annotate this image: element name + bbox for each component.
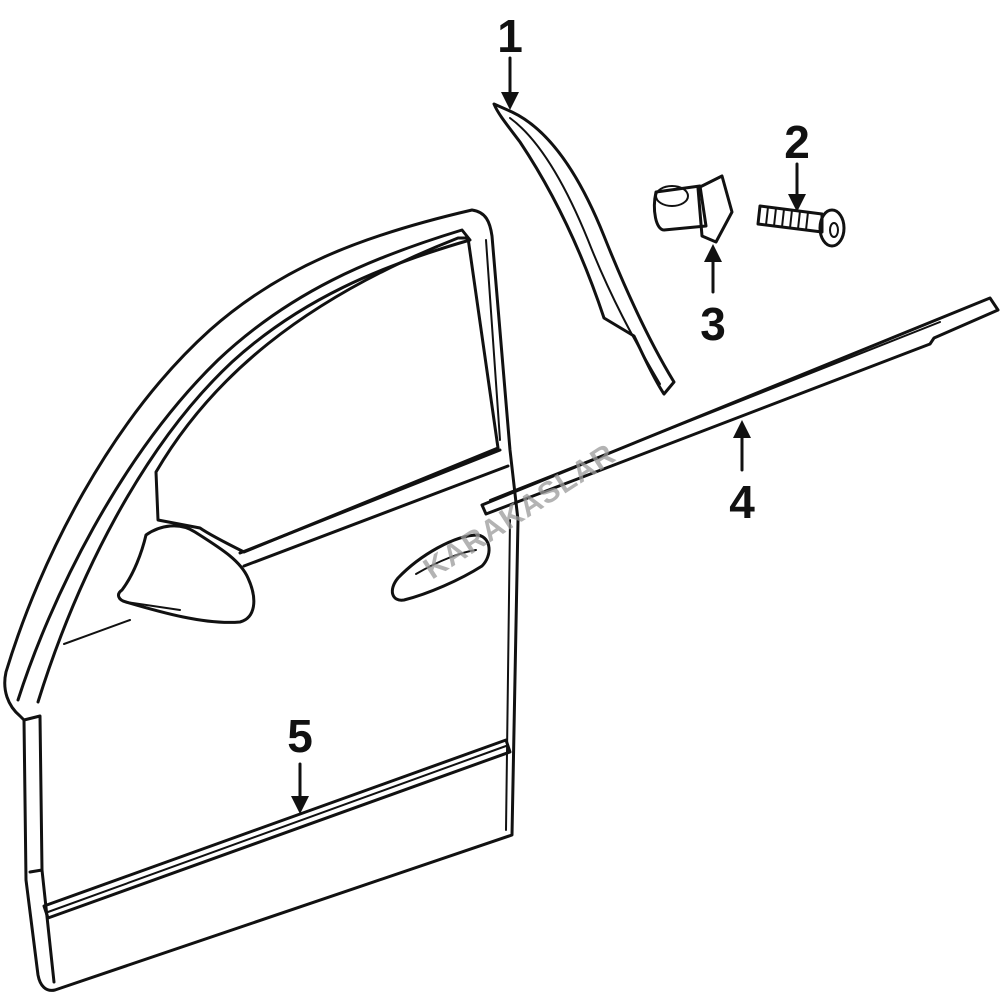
callout-4-arrowhead <box>733 420 751 438</box>
door-handle <box>390 533 491 602</box>
clip-end <box>655 185 689 207</box>
callout-numbers: 1 2 3 4 5 <box>287 10 810 762</box>
part-3-clip <box>652 174 734 244</box>
door-rear-edge <box>485 239 511 831</box>
mirror-base-line <box>63 601 181 645</box>
handle-outer <box>390 533 491 602</box>
callout-2-arrowhead <box>788 194 806 212</box>
screw-shaft <box>756 204 824 234</box>
callout-5-label: 5 <box>287 710 313 762</box>
screw-threads <box>765 206 809 231</box>
part-2-screw <box>756 204 846 248</box>
door-front-edge <box>22 714 56 984</box>
screw-head-slot <box>829 222 839 238</box>
watermark: KARAKASLAR <box>418 437 622 585</box>
handle-inner <box>415 549 477 575</box>
callout-1-arrowhead <box>501 92 519 110</box>
front-door <box>3 208 520 992</box>
mirror-housing <box>117 524 256 624</box>
belt-molding-outline <box>480 296 1000 516</box>
door-beltline <box>238 448 510 568</box>
side-molding-outline <box>42 738 512 920</box>
callout-1-label: 1 <box>497 10 523 62</box>
door-outer-panel <box>3 208 520 992</box>
side-mirror <box>63 524 256 645</box>
callout-2-label: 2 <box>784 116 810 168</box>
screw-head <box>818 208 846 248</box>
part-5-side-molding <box>42 738 512 920</box>
window-frame-inner <box>16 228 472 704</box>
pillar-molding-inner <box>509 117 661 385</box>
callout-4-label: 4 <box>729 476 755 528</box>
window-glass <box>154 236 500 554</box>
pillar-molding-outline <box>492 102 676 396</box>
belt-molding-inner <box>489 321 941 501</box>
part-1-pillar-molding <box>492 102 676 396</box>
callout-3-label: 3 <box>700 298 726 350</box>
callout-3-arrowhead <box>704 244 722 262</box>
part-4-belt-molding <box>480 296 1000 516</box>
clip-flange <box>696 174 734 244</box>
side-molding-inner <box>47 745 507 913</box>
clip-body <box>652 184 708 232</box>
callout-arrows <box>291 56 806 814</box>
callout-5-arrowhead <box>291 796 309 814</box>
